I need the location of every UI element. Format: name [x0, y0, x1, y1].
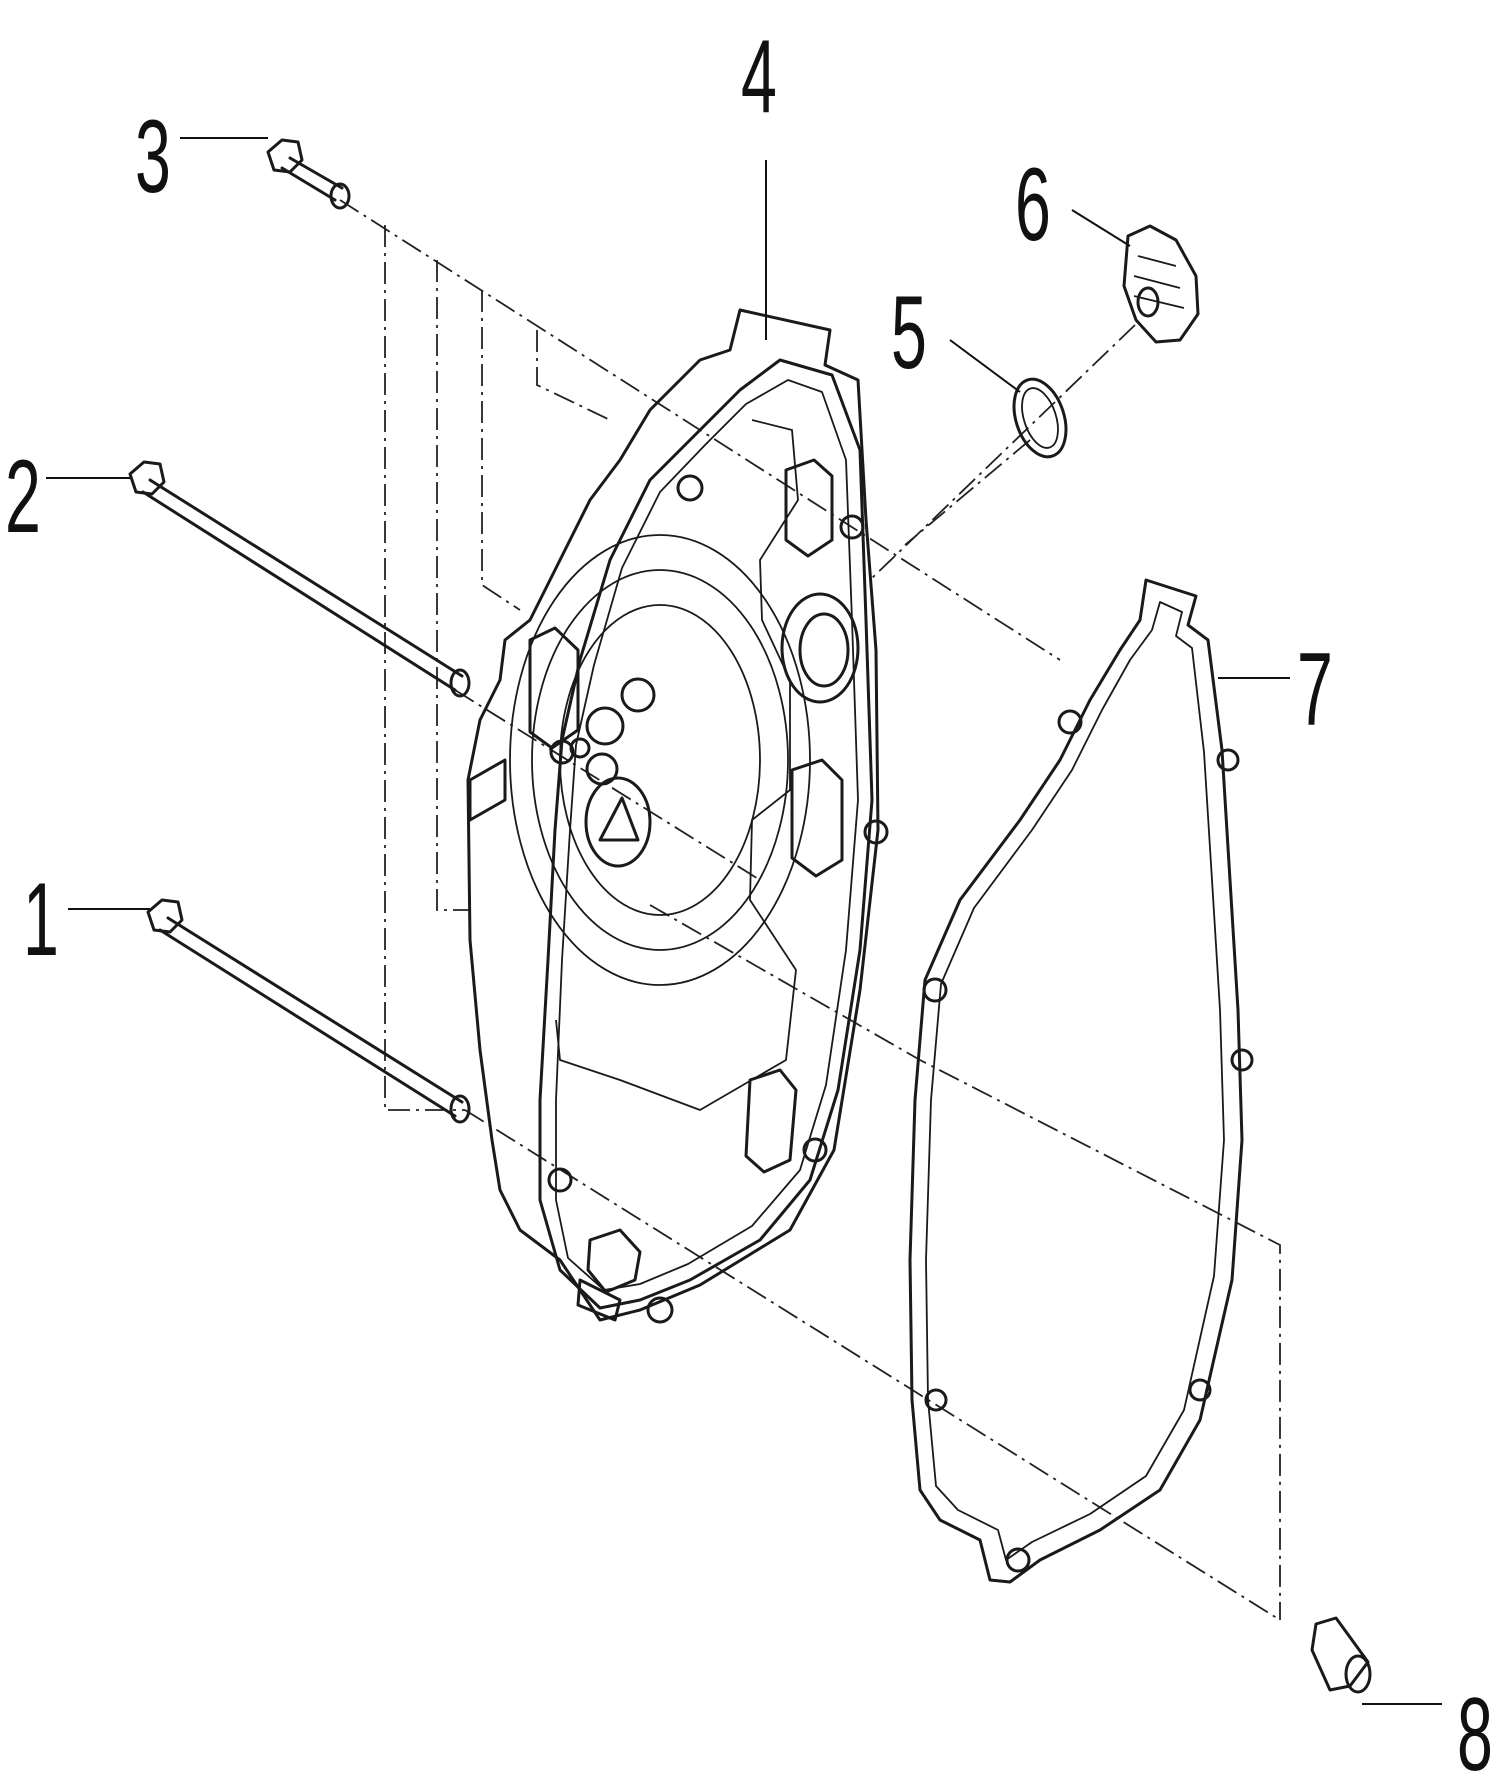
- part-1-long-bolt: [146, 898, 471, 1124]
- callout-7: 7: [1297, 632, 1333, 747]
- part-2-long-bolt: [128, 460, 471, 698]
- part-6-filler-plug: [1122, 224, 1200, 344]
- callout-1: 1: [23, 862, 59, 977]
- part-7-gasket: [908, 578, 1254, 1584]
- callout-5: 5: [891, 275, 927, 390]
- part-3-short-bolt: [266, 138, 351, 210]
- part-4-side-cover: [466, 308, 889, 1324]
- callout-8: 8: [1457, 1677, 1493, 1791]
- callout-2: 2: [5, 439, 41, 554]
- callout-4: 4: [741, 19, 777, 134]
- callout-3: 3: [135, 99, 171, 214]
- part-5-washer: [1012, 377, 1068, 459]
- callout-numbers: 1 2 3 4 5 6 7 8: [5, 19, 1493, 1791]
- assembly-centerlines: [339, 199, 1281, 1621]
- leader-lines: [46, 137, 1442, 1705]
- part-8-dowel-pin: [1310, 1616, 1372, 1694]
- callout-6: 6: [1015, 147, 1051, 262]
